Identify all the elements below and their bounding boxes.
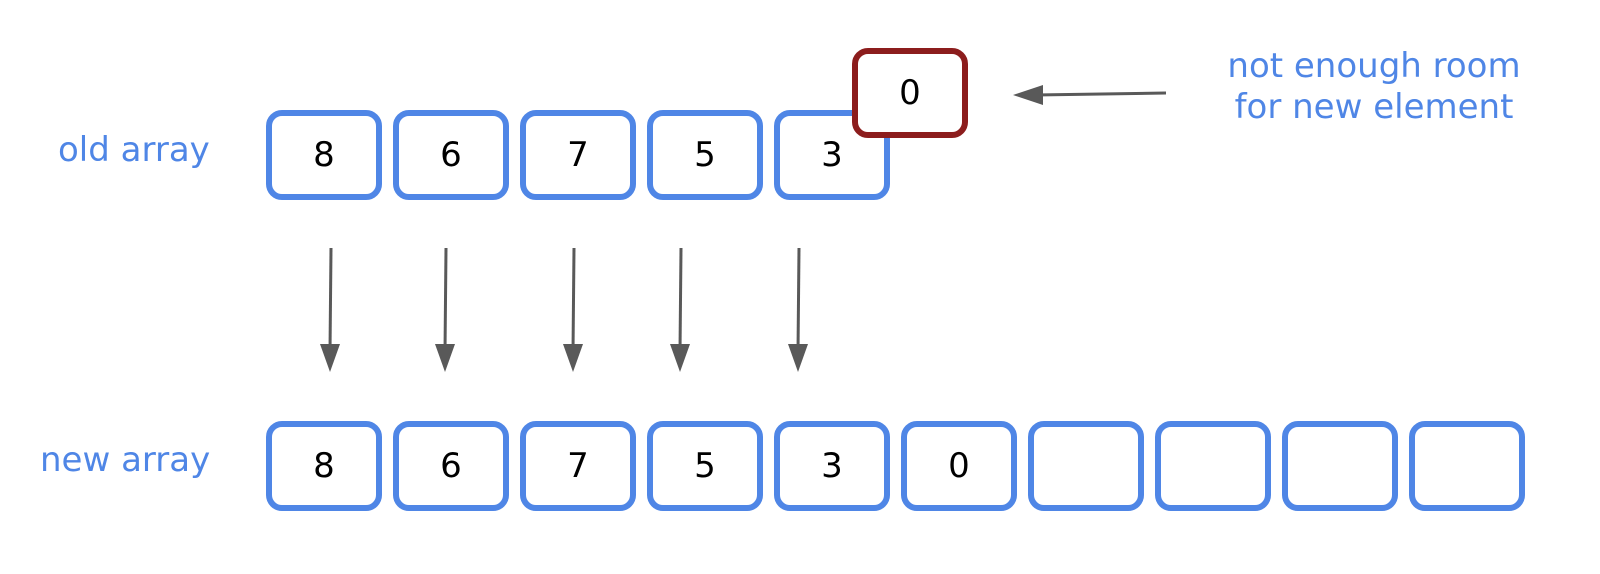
old-array-cell: 5	[647, 110, 763, 200]
note-line-2: for new element	[1234, 86, 1514, 127]
new-array-cell	[1282, 421, 1398, 511]
new-array-cell: 6	[393, 421, 509, 511]
note-label: not enough room for new element	[1224, 46, 1524, 128]
new-array-cell: 7	[520, 421, 636, 511]
new-array-cell: 5	[647, 421, 763, 511]
new-array-cell	[1028, 421, 1144, 511]
old-array-cell: 7	[520, 110, 636, 200]
new-array-cell	[1409, 421, 1525, 511]
new-array-row: 8 6 7 5 3 0	[266, 421, 1536, 511]
note-line-1: not enough room	[1227, 46, 1521, 86]
copy-arrow	[788, 247, 808, 372]
old-array-cell: 6	[393, 110, 509, 200]
new-array-label: new array	[40, 440, 211, 480]
new-array-cell	[1155, 421, 1271, 511]
copy-arrow	[670, 247, 690, 372]
copy-arrow	[563, 247, 583, 372]
old-array-label: old array	[58, 130, 210, 170]
copy-arrow	[320, 247, 340, 372]
new-array-cell: 3	[774, 421, 890, 511]
note-arrow	[1013, 85, 1167, 105]
incoming-element-cell: 0	[852, 48, 968, 138]
new-array-cell: 0	[901, 421, 1017, 511]
old-array-row: 8 6 7 5 3	[266, 110, 901, 200]
old-array-cell: 8	[266, 110, 382, 200]
copy-arrow	[435, 247, 455, 372]
new-array-cell: 8	[266, 421, 382, 511]
